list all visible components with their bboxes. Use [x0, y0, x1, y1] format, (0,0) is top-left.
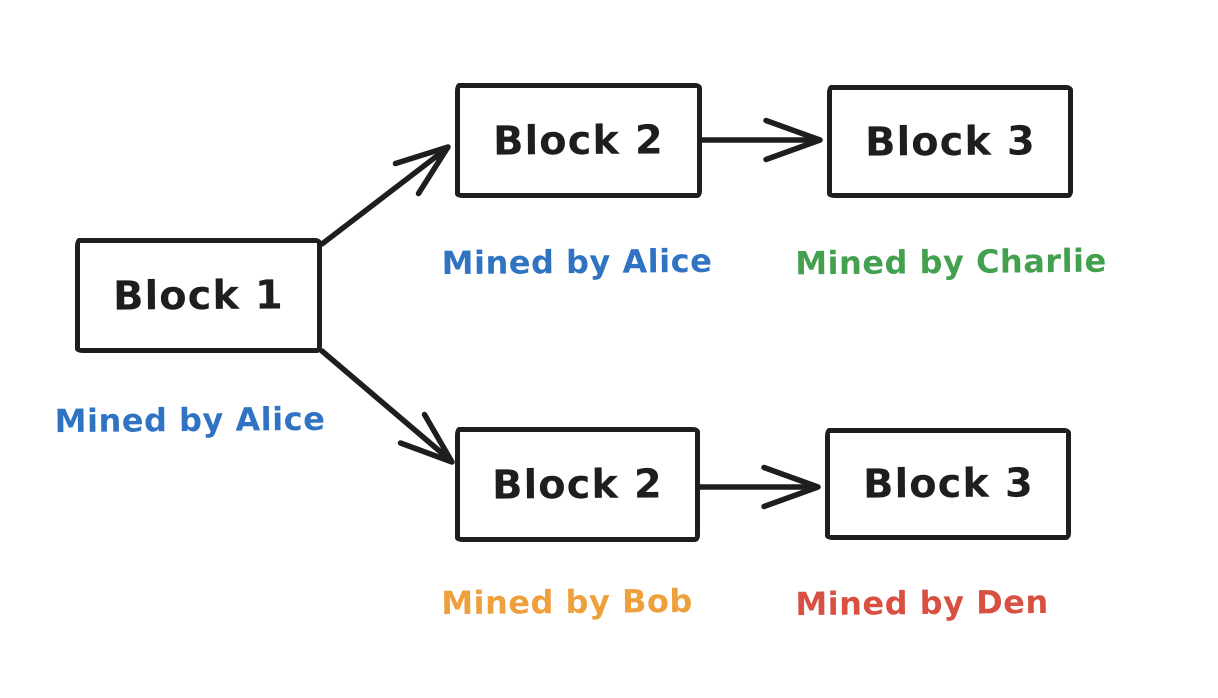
miner-label-block-2-top: Mined by Alice: [441, 241, 713, 283]
arrowhead-icon: [392, 144, 451, 197]
arrowhead-icon: [761, 464, 821, 510]
node-block-1-label: Block 1: [112, 271, 285, 320]
node-block-3-top-label: Block 3: [864, 117, 1036, 166]
node-block-3-bottom: Block 3: [825, 428, 1071, 540]
arrowhead-icon: [397, 411, 455, 465]
miner-label-block-3-bottom: Mined by Den: [795, 582, 1049, 624]
node-block-3-top: Block 3: [827, 85, 1073, 198]
arrow-block2-top-to-block3-top: [699, 117, 823, 163]
arrowhead-icon: [763, 117, 823, 163]
arrow-block1-to-block2-top: [319, 144, 451, 247]
miner-label-block-1: Mined by Alice: [54, 399, 326, 441]
arrow-block1-to-block2-bottom: [319, 348, 455, 465]
node-block-2-top: Block 2: [455, 83, 702, 198]
node-block-2-top-label: Block 2: [492, 116, 665, 165]
miner-label-block-2-bottom: Mined by Bob: [441, 581, 693, 623]
node-block-2-bottom-label: Block 2: [491, 460, 664, 509]
node-block-2-bottom: Block 2: [455, 427, 700, 542]
miner-label-block-3-top: Mined by Charlie: [795, 241, 1107, 283]
arrow-block2-bottom-to-block3-bottom: [697, 464, 821, 510]
node-block-1: Block 1: [75, 238, 322, 353]
node-block-3-bottom-label: Block 3: [862, 460, 1034, 508]
